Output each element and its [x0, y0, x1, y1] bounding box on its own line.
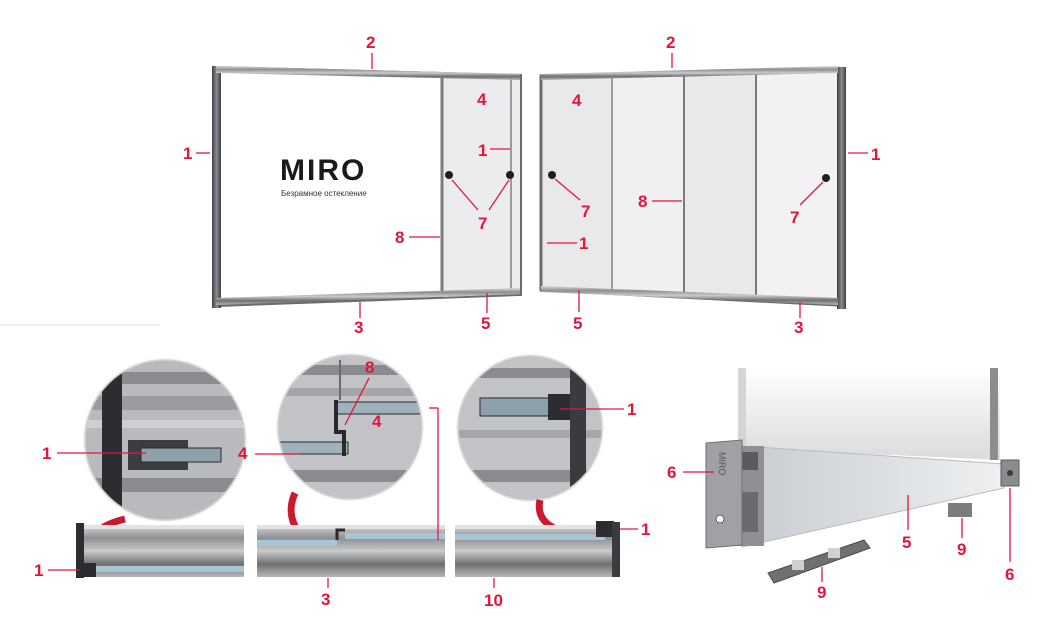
window-left: MIRO Безрамное остекление — [212, 65, 522, 308]
callout-label: 7 — [478, 214, 487, 233]
callout-label: 5 — [573, 314, 582, 333]
handle-knob — [548, 171, 556, 179]
callout-label: 4 — [238, 444, 248, 463]
callout-label: 1 — [871, 145, 880, 164]
rail-section-right: 1 10 — [455, 520, 650, 610]
callout-label: 3 — [794, 318, 803, 337]
callout-label: 7 — [581, 202, 590, 221]
callout-label: 10 — [484, 591, 503, 610]
handle-knob — [445, 171, 453, 179]
callout-label: 1 — [478, 141, 487, 160]
handle-knob — [506, 171, 514, 179]
callout-label: 9 — [957, 540, 966, 559]
callout-label: 2 — [666, 33, 675, 52]
brand-logo: MIRO — [280, 154, 366, 187]
callout-label: 6 — [1005, 565, 1014, 584]
callout-label: 3 — [354, 318, 363, 337]
callout-label: 5 — [481, 314, 490, 333]
endcap-vertical-text: MIRO — [717, 452, 727, 476]
callout-label: 2 — [366, 33, 375, 52]
callout-label: 4 — [372, 412, 382, 431]
callout-label: 1 — [183, 144, 192, 163]
callout-label: 8 — [395, 228, 404, 247]
callout-label: 8 — [638, 192, 647, 211]
callout-label: 1 — [641, 520, 650, 539]
callout-label: 1 — [34, 561, 43, 580]
profile-detail-center: 8 4 4 — [238, 353, 424, 554]
window-left-callouts: 2 1 4 1 7 8 3 5 — [183, 33, 510, 337]
rail-section-center: 3 — [257, 407, 445, 609]
callout-label: 3 — [321, 590, 330, 609]
callout-label: 1 — [627, 400, 636, 419]
callout-label: 1 — [579, 234, 588, 253]
callout-label: 7 — [790, 208, 799, 227]
callout-label: 8 — [365, 358, 374, 377]
callout-label: 1 — [42, 444, 51, 463]
window-right — [539, 66, 846, 309]
callout-label: 9 — [817, 583, 826, 602]
threshold-detail: MIRO — [705, 368, 1020, 584]
callout-label: 4 — [477, 90, 487, 109]
threshold-callouts: 6 5 9 6 9 — [667, 463, 1014, 602]
window-right-callouts: 2 4 7 8 1 1 7 5 3 — [547, 33, 880, 337]
profile-detail-left: 1 — [42, 358, 247, 558]
callout-label: 6 — [667, 463, 676, 482]
callout-label: 5 — [902, 533, 911, 552]
profile-detail-right: 1 — [456, 354, 636, 542]
callout-label: 4 — [572, 91, 582, 110]
brand-tagline: Безрамное остекление — [281, 189, 367, 198]
rail-section-left: 1 — [34, 523, 244, 580]
handle-knob — [822, 174, 830, 182]
